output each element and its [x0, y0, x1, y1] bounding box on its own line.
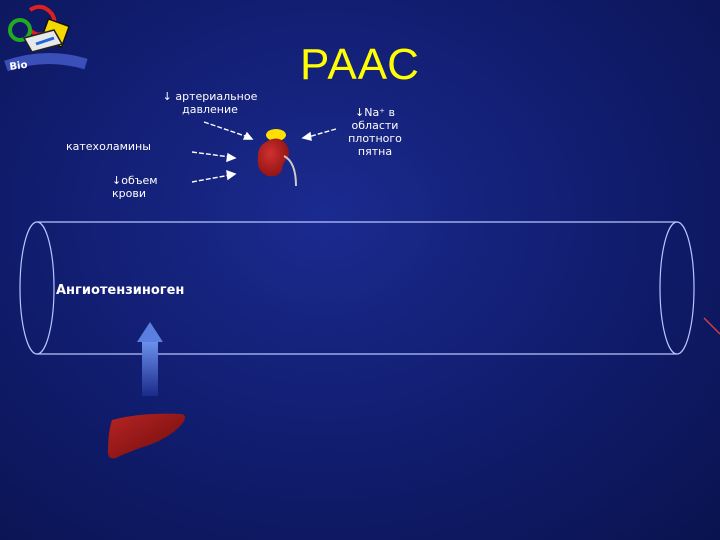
na-line-1: ↓Na⁺ в — [335, 106, 415, 119]
bp-line-1: артериальное — [175, 90, 257, 103]
page-title: РААС — [300, 40, 420, 90]
na-line-2: области — [335, 119, 415, 132]
svg-text:Bio: Bio — [9, 60, 28, 73]
bp-line-2: давление — [150, 103, 270, 116]
volume-line-1: ↓объем — [112, 174, 158, 187]
macula-densa-label: ↓Na⁺ в области плотного пятна — [335, 106, 415, 158]
volume-line-2: крови — [112, 187, 158, 200]
angiotensinogen-label: Ангиотензиноген — [56, 283, 184, 298]
blood-volume-label: ↓объем крови — [112, 174, 158, 200]
na-line-3: плотного — [335, 132, 415, 145]
secretion-arrow — [137, 322, 163, 396]
blood-pressure-label: ↓ артериальное давление — [150, 90, 270, 116]
edge-line — [704, 318, 720, 334]
kidney-icon — [258, 129, 296, 186]
down-arrow-glyph: ↓ — [163, 90, 172, 103]
catecholamines-label: катехоламины — [66, 140, 151, 153]
liver-icon — [108, 414, 185, 459]
na-line-4: пятна — [335, 145, 415, 158]
logo-icon: Bio — [6, 7, 86, 73]
